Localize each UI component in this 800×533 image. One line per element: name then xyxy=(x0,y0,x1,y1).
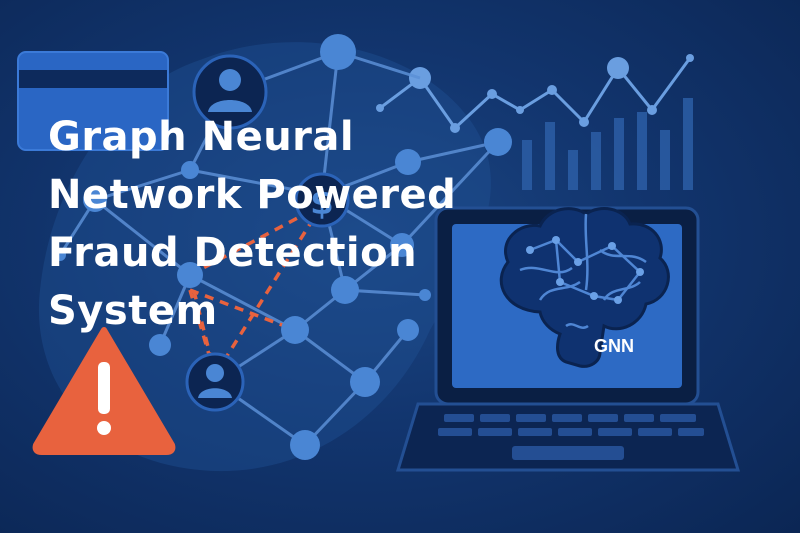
headline-line: Fraud Detection xyxy=(48,230,418,276)
headline-line: System xyxy=(48,288,218,334)
user-icon xyxy=(185,352,245,412)
headline-line: Graph Neural xyxy=(48,114,355,160)
brain-icon: GNN xyxy=(499,207,670,368)
warning-icon xyxy=(32,327,176,455)
headline-line: Network Powered xyxy=(48,172,457,218)
gnn-label: GNN xyxy=(594,336,634,356)
svg-text:$: $ xyxy=(310,183,334,223)
headline: Graph Neural Network Powered Fraud Detec… xyxy=(48,108,456,340)
chart-icon xyxy=(522,98,693,190)
trend-line xyxy=(376,54,694,133)
credit-card-icon xyxy=(17,51,169,151)
graph-nodes xyxy=(54,34,512,460)
user-icon xyxy=(192,54,268,130)
dollar-node-icon: $ xyxy=(294,172,350,228)
